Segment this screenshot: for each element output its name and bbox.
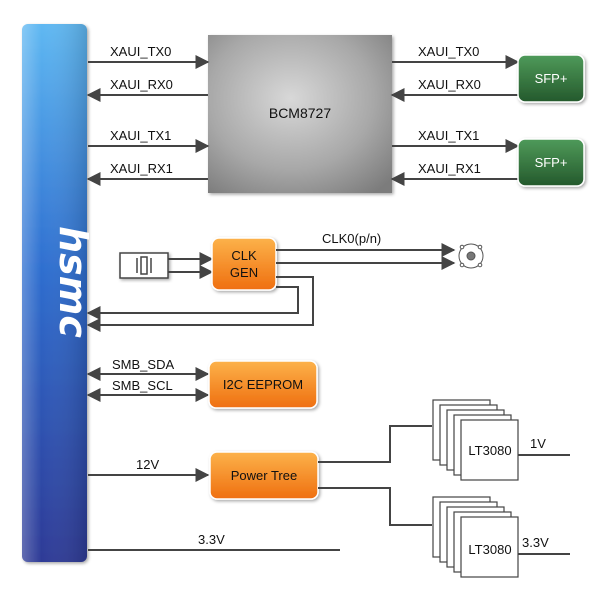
crystal-lines <box>168 252 214 279</box>
sfp-label-1: SFP+ <box>535 155 568 170</box>
clk-to-hsmc-lines <box>86 276 314 332</box>
power-tree-label: Power Tree <box>231 468 297 483</box>
smb-scl-label: SMB_SCL <box>112 378 173 393</box>
i2c-eeprom-label: I2C EEPROM <box>223 377 303 392</box>
hsmc-connector: hsmc <box>22 24 95 562</box>
sfp-module-1: SFP+ <box>517 138 585 187</box>
line-xaui-lines <box>390 55 520 186</box>
host-xaui-tx1-label: XAUI_TX1 <box>110 128 171 143</box>
clk0-label: CLK0(p/n) <box>322 231 381 246</box>
line-xaui-tx0-label: XAUI_TX0 <box>418 44 479 59</box>
sfp-module-0: SFP+ <box>517 54 585 103</box>
i2c-eeprom-box: I2C EEPROM <box>208 360 318 409</box>
sfp-label-0: SFP+ <box>535 71 568 86</box>
regulator-3v3-label: LT3080 <box>468 542 511 557</box>
power-tree-box: Power Tree <box>209 451 319 500</box>
clk-gen-label-line1: CLK <box>231 248 257 263</box>
hsmc-logo: hsmc <box>51 226 95 338</box>
bcm8727-label: BCM8727 <box>269 105 331 121</box>
clk-gen-box: CLK GEN <box>211 237 277 291</box>
crystal-oscillator <box>119 252 169 279</box>
host-xaui-tx0-label: XAUI_TX0 <box>110 44 171 59</box>
host-xaui-rx1-label: XAUI_RX1 <box>110 161 173 176</box>
line-xaui-tx1-label: XAUI_TX1 <box>418 128 479 143</box>
regulator-1v-output: 1V <box>530 436 546 451</box>
regulator-3v3-output: 3.3V <box>522 535 549 550</box>
line-xaui-rx1-label: XAUI_RX1 <box>418 161 481 176</box>
hsmc-logo-text: hsmc <box>51 226 95 338</box>
regulator-1v-label: LT3080 <box>468 443 511 458</box>
bcm8727-chip: BCM8727 <box>208 35 392 193</box>
clk0-lines <box>276 243 456 270</box>
host-xaui-rx0-label: XAUI_RX0 <box>110 77 173 92</box>
smb-sda-label: SMB_SDA <box>112 357 174 372</box>
line-xaui-rx0-label: XAUI_RX0 <box>418 77 481 92</box>
regulator-stack-1v <box>432 399 519 481</box>
3v3-rail-label: 3.3V <box>198 532 225 547</box>
power-distribution-lines <box>318 425 432 526</box>
regulator-stack-3v3 <box>432 496 519 578</box>
clk-gen-label-line2: GEN <box>230 265 258 280</box>
smbus-lines <box>86 367 210 402</box>
host-xaui-lines <box>86 55 210 186</box>
12v-label: 12V <box>136 457 159 472</box>
sma-connector-icon <box>458 243 484 269</box>
